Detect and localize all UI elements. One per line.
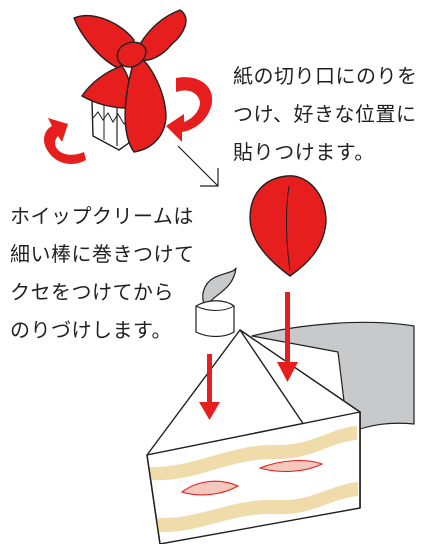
ribbon-right-loop [139,9,187,62]
arrow-shaft-cream [207,354,212,406]
ribbon-right-tail [124,53,167,153]
strawberry-body [249,175,327,277]
ribbon-instruction-line: 貼りつけます。 [233,140,375,164]
ribbon-instruction-line: つけ、好きな位置に [233,102,417,126]
cream-instruction-line: のりづけします。 [10,318,172,342]
ribbon-instruction-line: 紙の切り口にのりを [233,64,418,88]
cake-slice [146,329,361,544]
whipped-cream [195,267,237,338]
arrow-shaft-strawberry [285,292,290,364]
ribbon-knot [116,41,147,68]
arrow-head-strawberry [277,362,298,382]
strawberry-slice [258,460,324,472]
arrow-head-cream [199,402,220,420]
cake-cream-lower [156,482,358,533]
cake-cream-upper [150,426,357,481]
ribbon-direction-arrowhead [200,168,219,187]
ribbon-paper-zigzag [92,111,131,125]
strawberry [249,175,327,277]
ribbon-instruction: 紙の切り口にのりを つけ、好きな位置に 貼りつけます。 [233,57,418,171]
ribbon-figure [44,9,219,187]
cream-instruction-line: ホイップクリームは [10,204,194,228]
whipped-cream-swirl [202,267,237,305]
strawberry-slice [180,480,240,496]
cream-instruction-line: クセをつけてから [10,280,174,304]
rotate-arrow-left-icon [44,118,86,164]
ribbon-direction-arrow [177,145,219,187]
strawberry-seam [285,185,291,271]
placement-arrows [199,292,298,420]
cream-instruction: ホイップクリームは 細い棒に巻きつけて クセをつけてから のりづけします。 [10,197,195,349]
ribbon-left-tail [81,65,131,109]
cake-front-edge [146,412,361,544]
whipped-cream-fold [195,305,235,311]
cream-instruction-line: 細い棒に巻きつけて [10,242,195,266]
rotate-arrow-right-icon [166,77,213,142]
whipped-cream-base [195,300,235,338]
